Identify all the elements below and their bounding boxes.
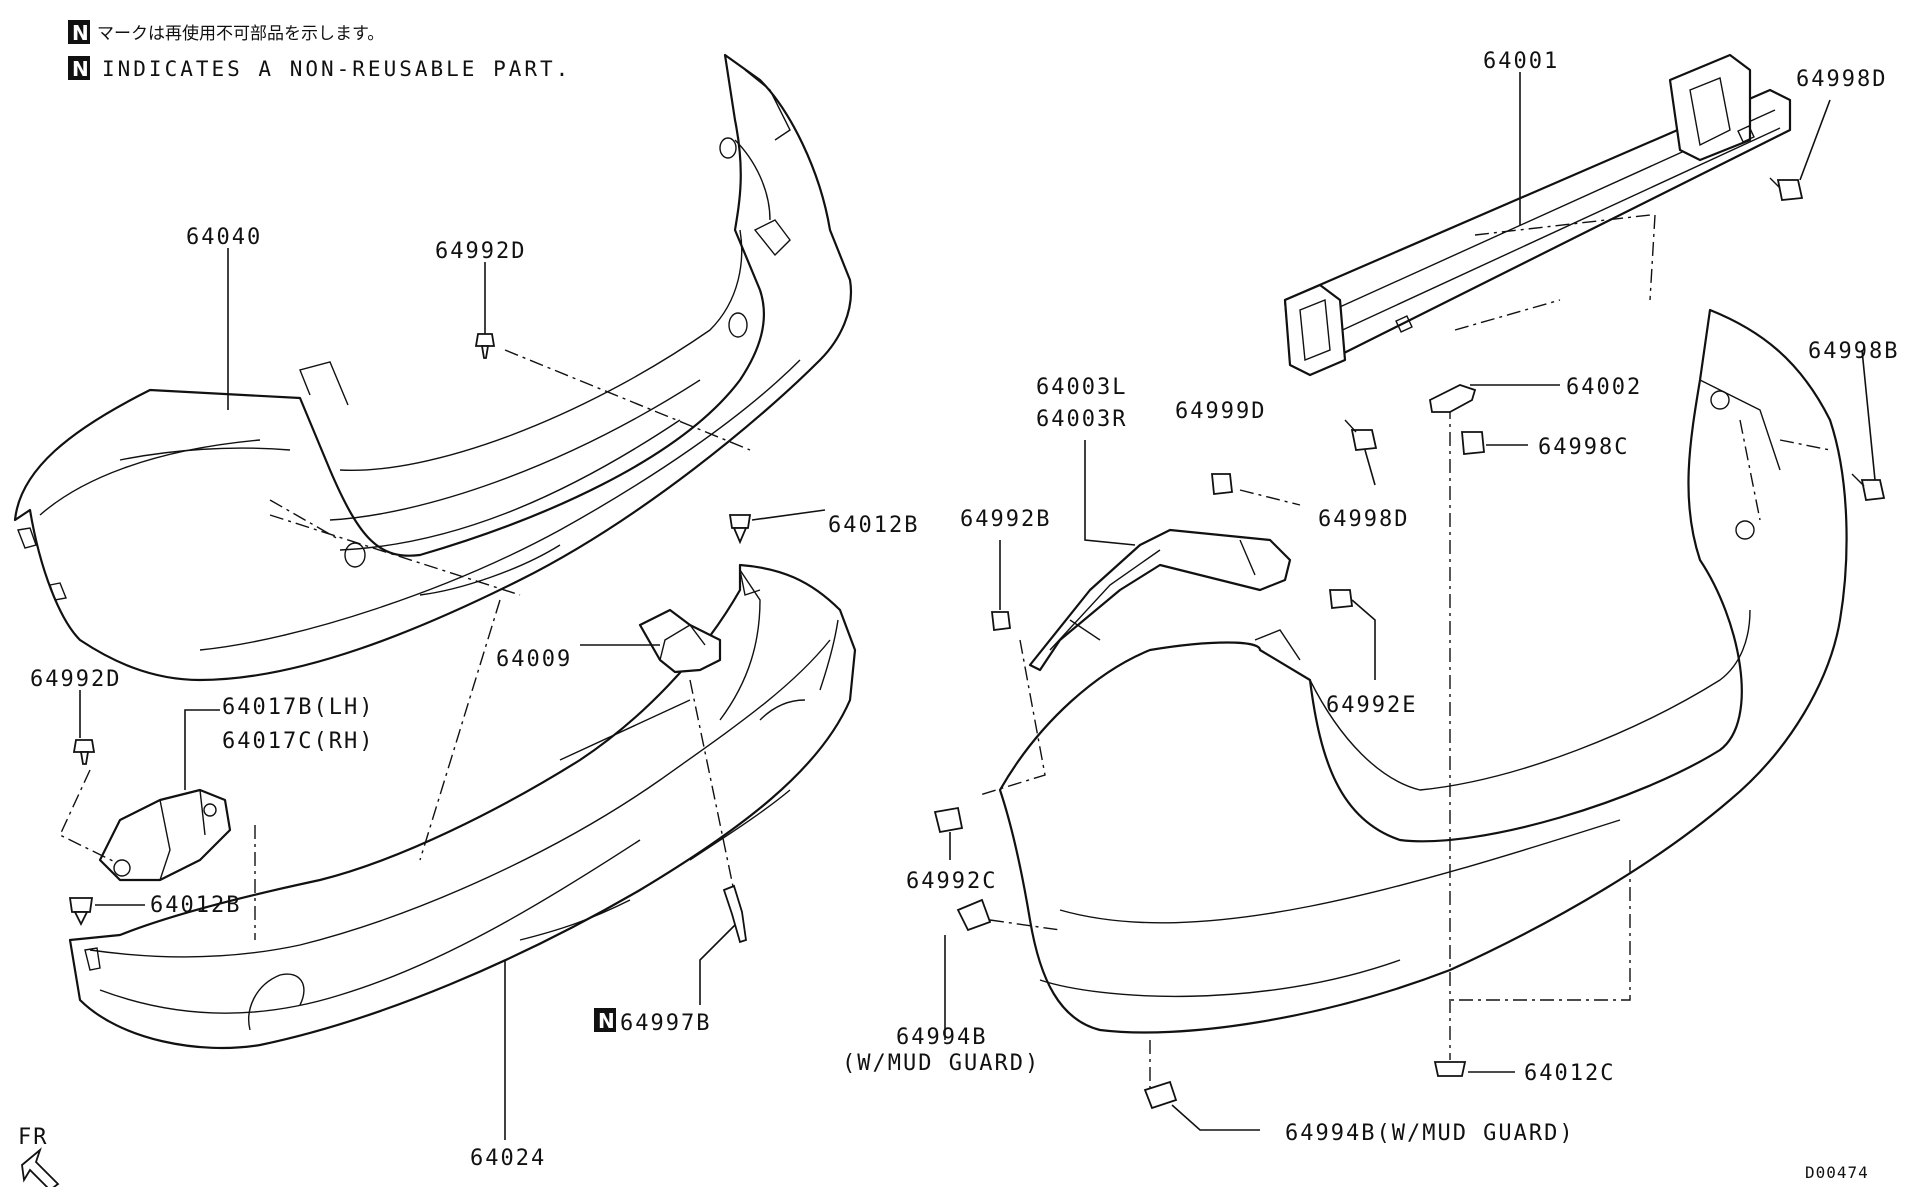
label-64017C: 64017C(RH) bbox=[222, 729, 374, 754]
bolt-64998D-top bbox=[1769, 177, 1804, 201]
diagram-code: D00474 bbox=[1805, 1163, 1869, 1182]
label-64992B: 64992B bbox=[960, 507, 1051, 532]
bracket-64009 bbox=[638, 608, 722, 674]
label-64003L: 64003L bbox=[1036, 375, 1127, 400]
side-support-64003 bbox=[1028, 528, 1292, 672]
side-bracket-64017 bbox=[98, 788, 232, 882]
label-64994B-a-note: (W/MUD GUARD) bbox=[842, 1051, 1040, 1076]
clip-64992C bbox=[933, 806, 964, 834]
label-64998D-mid: 64998D bbox=[1318, 507, 1409, 532]
assembly-lines bbox=[59, 214, 1831, 1090]
label-64992C: 64992C bbox=[906, 869, 997, 894]
clip-64992D-top bbox=[474, 333, 496, 359]
label-64998C: 64998C bbox=[1538, 435, 1629, 460]
screw-64992E bbox=[1328, 589, 1354, 609]
bracket-64002 bbox=[1429, 384, 1477, 413]
fasteners bbox=[68, 177, 1886, 1110]
non-reusable-note: N マークは再使用不可部品を示します。 N INDICATES A NON-RE… bbox=[68, 20, 571, 81]
non-reusable-badge-jp bbox=[68, 20, 90, 44]
nut-64994B-a bbox=[956, 898, 992, 932]
label-64994B-b: 64994B(W/MUD GUARD) bbox=[1285, 1121, 1575, 1146]
screw-64992B bbox=[990, 611, 1012, 632]
bolt-64998D-mid bbox=[1344, 419, 1378, 451]
label-64001: 64001 bbox=[1483, 49, 1559, 74]
label-64024: 64024 bbox=[470, 1146, 546, 1171]
non-reusable-badge-en bbox=[68, 56, 90, 80]
label-64997B: 64997B bbox=[620, 1011, 711, 1036]
clip-64992D-left bbox=[72, 739, 96, 765]
label-64999D: 64999D bbox=[1175, 399, 1266, 424]
non-reusable-badge-en-text: N bbox=[72, 57, 89, 81]
rear-fascia-outline bbox=[998, 308, 1848, 1034]
upper-bumper-fascia bbox=[13, 53, 853, 682]
label-64012B-top: 64012B bbox=[828, 513, 919, 538]
leader-lines bbox=[79, 72, 1876, 1140]
label-64002: 64002 bbox=[1566, 375, 1642, 400]
bolt-64998C bbox=[1461, 431, 1485, 455]
label-64012C: 64012C bbox=[1524, 1061, 1615, 1086]
label-64992D-top: 64992D bbox=[435, 239, 526, 264]
reinforcement-beam bbox=[1283, 53, 1792, 377]
label-64998B: 64998B bbox=[1808, 339, 1899, 364]
label-64009: 64009 bbox=[496, 647, 572, 672]
part-labels: 64040 64992D 64992D 64017B(LH) 64017C(RH… bbox=[30, 49, 1899, 1171]
label-64017B: 64017B(LH) bbox=[222, 695, 374, 720]
non-reusable-badge-jp-text: N bbox=[72, 21, 89, 45]
front-direction-label: FR bbox=[18, 1125, 49, 1150]
clip-64012B-top bbox=[728, 514, 752, 545]
nut-64994B-b bbox=[1143, 1080, 1178, 1110]
screw-64999D bbox=[1211, 473, 1233, 495]
label-64012B-left: 64012B bbox=[150, 893, 241, 918]
label-64040: 64040 bbox=[186, 225, 262, 250]
front-direction-arrow-icon bbox=[21, 1147, 60, 1187]
rivet-64997B bbox=[722, 884, 747, 944]
front-direction-indicator: FR bbox=[18, 1125, 60, 1187]
lower-bumper bbox=[68, 563, 857, 1050]
clip-64012B-left bbox=[68, 897, 94, 927]
note-english: INDICATES A NON-REUSABLE PART. bbox=[102, 57, 571, 81]
clip-64012C bbox=[1433, 1061, 1467, 1077]
label-64003R: 64003R bbox=[1036, 407, 1127, 432]
label-64994B-a: 64994B bbox=[896, 1025, 987, 1050]
non-reusable-badge-64997B-text: N bbox=[598, 1009, 615, 1033]
non-reusable-badge-64997B bbox=[594, 1008, 616, 1032]
label-64992D-left: 64992D bbox=[30, 667, 121, 692]
label-64992E: 64992E bbox=[1326, 693, 1417, 718]
label-64998D-top: 64998D bbox=[1796, 67, 1887, 92]
note-japanese: マークは再使用不可部品を示します。 bbox=[97, 23, 384, 44]
bolt-64998B bbox=[1851, 473, 1886, 501]
